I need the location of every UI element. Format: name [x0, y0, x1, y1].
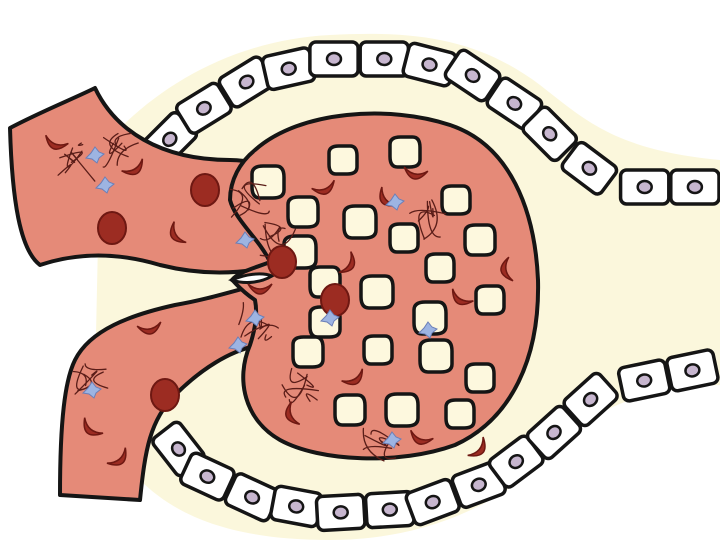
fenestration-pore [335, 395, 365, 425]
fenestration-pore [329, 146, 357, 174]
fenestration-pore [476, 286, 504, 314]
nucleus [333, 506, 348, 519]
nucleus [638, 181, 652, 193]
nucleus [377, 53, 391, 65]
epithelial-cell [671, 170, 719, 204]
red-blood-cell [98, 212, 126, 244]
red-blood-cell [151, 379, 179, 411]
red-blood-cell [321, 284, 349, 316]
fenestration-pore [390, 137, 420, 167]
red-blood-cell [268, 246, 296, 278]
epithelial-cell [310, 42, 358, 76]
epithelial-cell [360, 42, 408, 76]
epithelial-cell [666, 349, 719, 392]
fenestration-pore [442, 186, 470, 214]
fenestration-pore [420, 340, 452, 372]
fenestration-pore [386, 394, 418, 426]
nucleus [288, 499, 304, 513]
fenestration-pore [288, 197, 318, 227]
fenestration-pore [426, 254, 454, 282]
fenestration-pore [293, 337, 323, 367]
fenestration-pore [390, 224, 418, 252]
epithelial-cell [618, 359, 671, 402]
epithelial-cell [270, 485, 323, 527]
fenestration-pore [364, 336, 392, 364]
fenestration-pore [361, 276, 393, 308]
fenestration-pore [465, 225, 495, 255]
nucleus [327, 53, 341, 65]
fenestration-pore [466, 364, 494, 392]
nucleus [382, 503, 397, 516]
epithelial-cell [621, 170, 669, 204]
fenestration-pore [344, 206, 376, 238]
fenestration-pore [252, 166, 284, 198]
nucleus [688, 181, 702, 193]
epithelial-cell [316, 494, 365, 531]
fenestration-pore [446, 400, 474, 428]
red-blood-cell [191, 174, 219, 206]
